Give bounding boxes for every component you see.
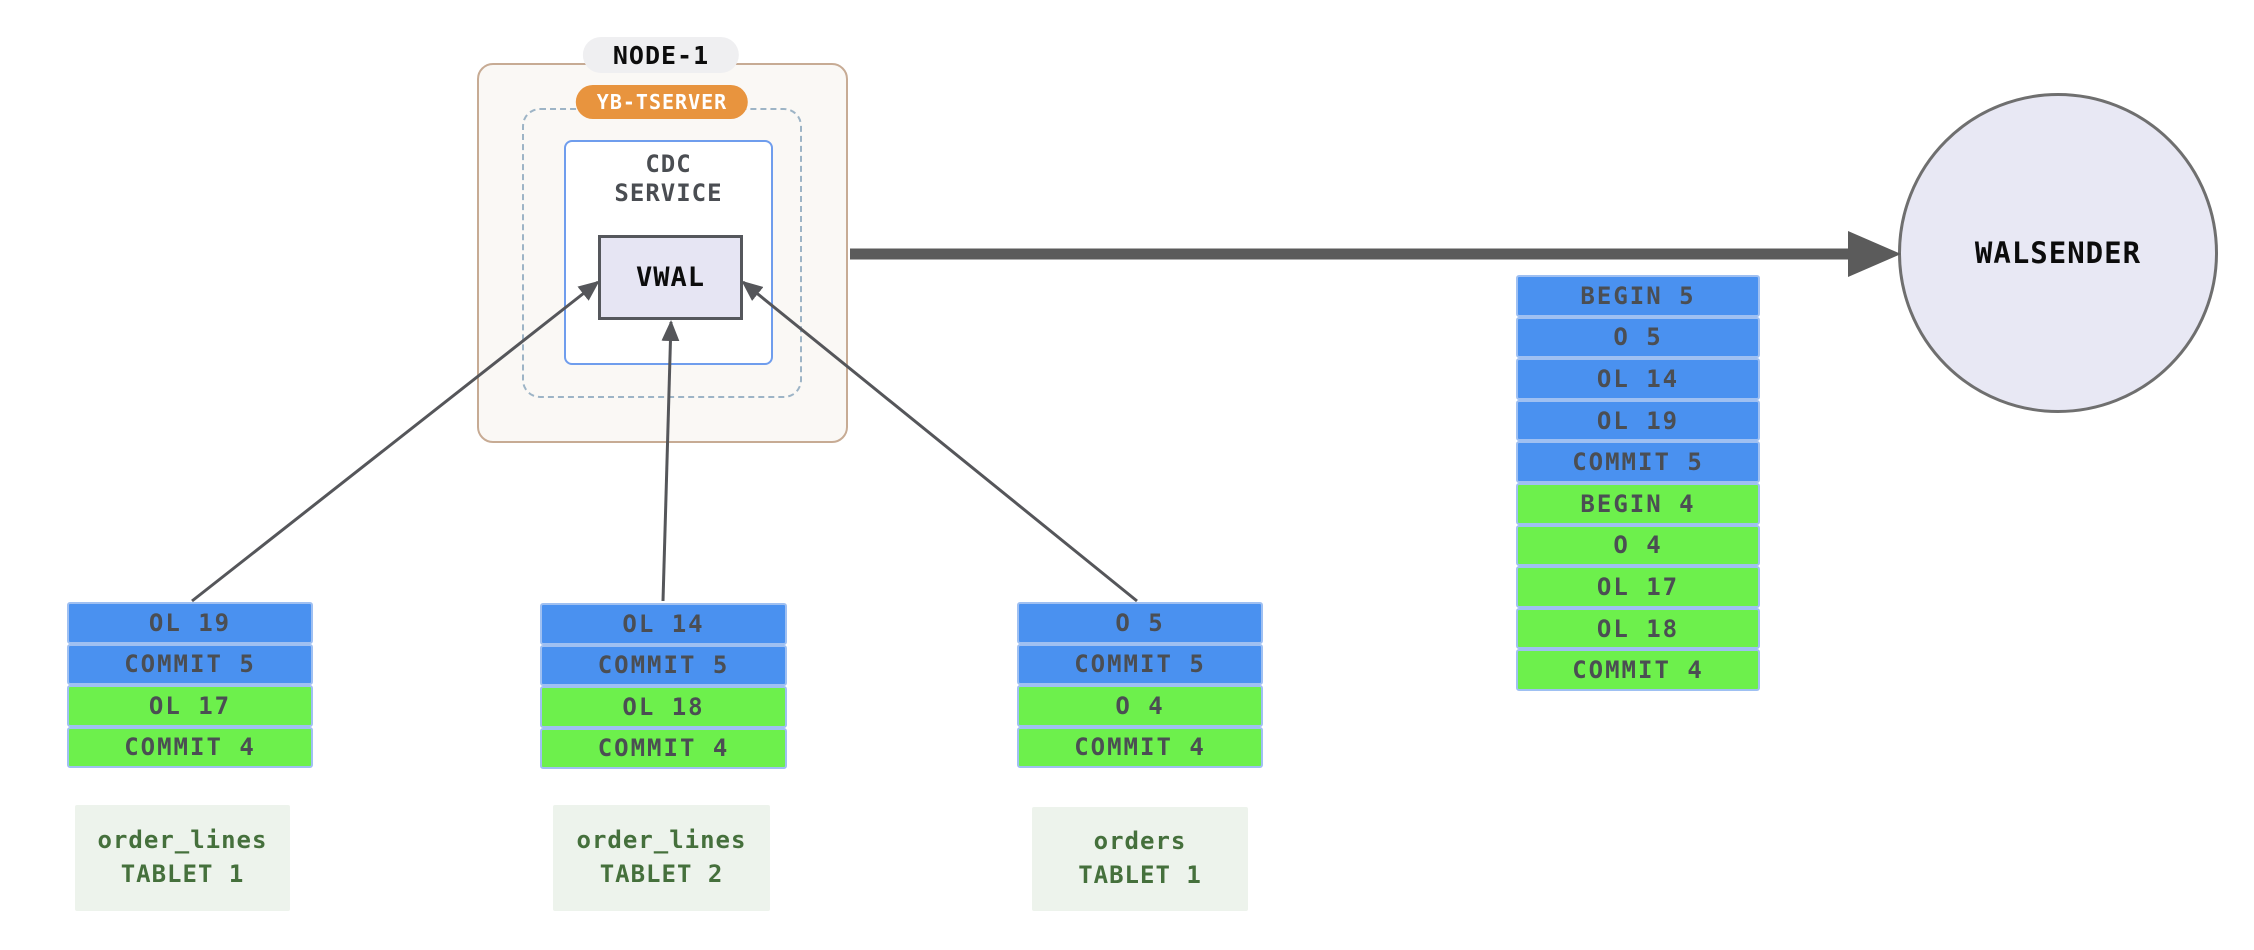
queue-row: COMMIT 4 xyxy=(1516,649,1760,691)
tablet-name: order_lines xyxy=(576,826,747,855)
tablet-row: COMMIT 5 xyxy=(1017,643,1263,685)
queue-row: O 5 xyxy=(1516,316,1760,359)
tablet-row: COMMIT 4 xyxy=(1017,726,1263,768)
tablet-row: COMMIT 5 xyxy=(540,644,787,686)
walsender-circle: WALSENDER xyxy=(1898,93,2218,413)
queue-row: OL 14 xyxy=(1516,358,1760,400)
vwal-box: VWAL xyxy=(598,235,743,320)
tablet-stack-orders-1: O 5 COMMIT 5 O 4 COMMIT 4 xyxy=(1017,602,1263,768)
tablet-name: orders xyxy=(1093,827,1187,856)
cdc-service-label: CDC SERVICE xyxy=(564,150,773,208)
tablet-label-order-lines-1: order_lines TABLET 1 xyxy=(75,805,290,911)
queue-row: OL 19 xyxy=(1516,399,1760,442)
tablet-name: order_lines xyxy=(97,826,268,855)
tablet-row: OL 14 xyxy=(540,603,787,645)
arrow-node-to-walsender xyxy=(850,231,1901,277)
tablet-row: O 4 xyxy=(1017,685,1263,727)
tablet-row: OL 18 xyxy=(540,686,787,728)
queue-row: OL 18 xyxy=(1516,607,1760,650)
tablet-row: COMMIT 4 xyxy=(540,727,787,769)
queue-row: BEGIN 5 xyxy=(1516,275,1760,317)
tablet-row: COMMIT 4 xyxy=(67,726,313,768)
tablet-number: TABLET 1 xyxy=(1078,861,1202,889)
queue-row: COMMIT 5 xyxy=(1516,441,1760,483)
tablet-stack-order-lines-1: OL 19 COMMIT 5 OL 17 COMMIT 4 xyxy=(67,602,313,768)
tablet-row: OL 17 xyxy=(67,685,313,727)
walsender-label: WALSENDER xyxy=(1974,236,2142,270)
tablet-row: OL 19 xyxy=(67,602,313,644)
cdc-service-line1: CDC xyxy=(645,150,692,178)
yb-tserver-badge: YB-TSERVER xyxy=(575,85,749,119)
cdc-service-line2: SERVICE xyxy=(614,178,723,207)
node-1-label: NODE-1 xyxy=(582,37,740,73)
tablet-label-order-lines-2: order_lines TABLET 2 xyxy=(553,805,770,911)
queue-row: BEGIN 4 xyxy=(1516,482,1760,525)
queue-row: OL 17 xyxy=(1516,566,1760,608)
tablet-row: COMMIT 5 xyxy=(67,643,313,685)
tablet-number: TABLET 2 xyxy=(599,860,724,888)
queue-row: O 4 xyxy=(1516,524,1760,567)
tablet-label-orders-1: orders TABLET 1 xyxy=(1032,807,1248,911)
tablet-number: TABLET 1 xyxy=(120,860,245,888)
tablet-stack-order-lines-2: OL 14 COMMIT 5 OL 18 COMMIT 4 xyxy=(540,603,787,769)
tablet-row: O 5 xyxy=(1017,602,1263,644)
merged-wal-queue: BEGIN 5 O 5 OL 14 OL 19 COMMIT 5 BEGIN 4… xyxy=(1516,275,1760,691)
